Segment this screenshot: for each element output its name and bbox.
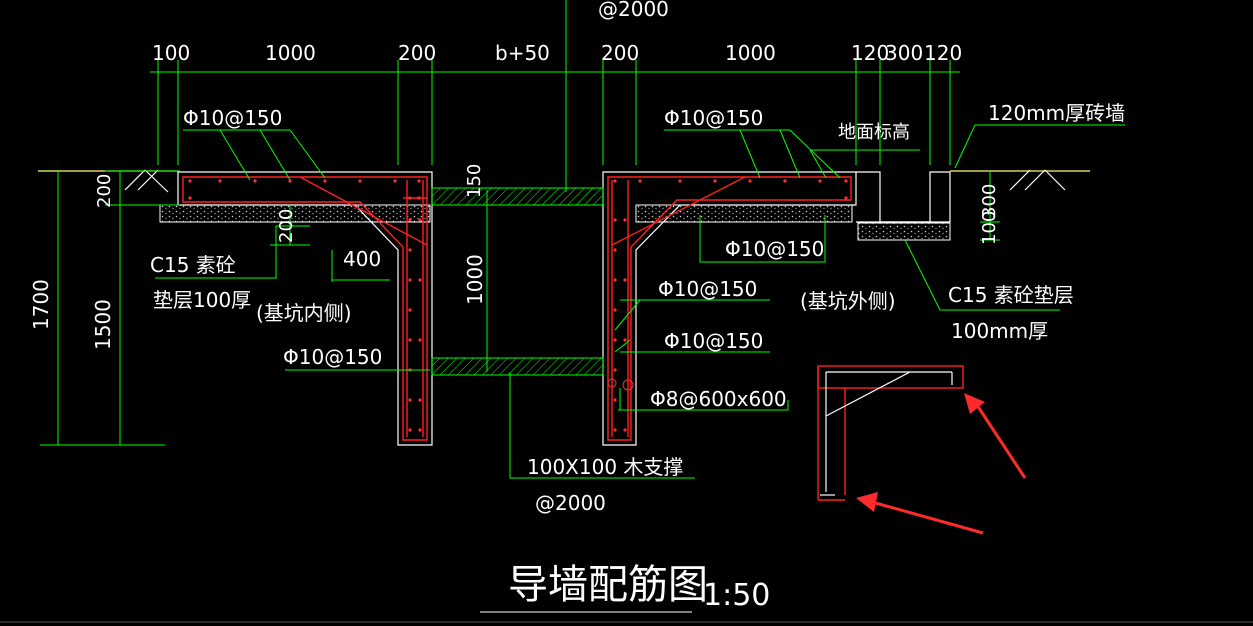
c15-right-label-1: C15 素砼垫层 (948, 283, 1074, 307)
drawing-scale: 1:50 (703, 578, 770, 613)
dim-top-3: 200 (398, 41, 436, 65)
dim-400: 400 (343, 247, 381, 271)
dim-top-2: 1000 (265, 41, 316, 65)
dim-100-right: 100 (979, 211, 1000, 245)
dim-top-9: 120 (924, 41, 962, 65)
left-guide-wall (159, 171, 433, 446)
brick-wall-label: 120mm厚砖墙 (988, 101, 1125, 125)
dim-1700: 1700 (29, 279, 53, 330)
brick-wall-pit (856, 171, 951, 241)
ground-level-label: 地面标高 (838, 122, 910, 143)
timber-brace-label: 100X100 木支撑 (527, 455, 683, 479)
drawing-title-block: 导墙配筋图 1:50 (480, 562, 770, 613)
rebar-label-right-1: Φ10@150 (658, 277, 757, 301)
dim-top-6: 1000 (725, 41, 776, 65)
rebar-label-right-diag: Φ10@150 (725, 237, 824, 261)
rebar-label-left-top: Φ10@150 (183, 106, 282, 130)
corner-detail-sketch (817, 365, 964, 501)
rebar-label-right-top: Φ10@150 (664, 106, 763, 130)
pit-outer-label: (基坑外侧) (800, 289, 896, 313)
timber-spacing-label: @2000 (535, 491, 606, 515)
rebar-label-right-2: Φ10@150 (664, 329, 763, 353)
dim-150: 150 (464, 164, 485, 198)
drawing-title: 导墙配筋图 (508, 562, 708, 608)
timber-braces (431, 187, 604, 376)
dim-top-8: 300 (885, 41, 923, 65)
dim-1000-mid: 1000 (463, 254, 487, 305)
leader-lines (40, 124, 1125, 479)
c15-left-label-2: 垫层100厚 (153, 288, 251, 312)
tie-rebar-label: Φ8@600x600 (650, 387, 787, 411)
dim-200-inner: 200 (276, 209, 297, 243)
right-guide-wall (602, 171, 857, 446)
c15-left-label-1: C15 素砼 (150, 253, 236, 277)
dim-300-right: 300 (979, 184, 1000, 218)
dim-1500: 1500 (91, 299, 115, 350)
pit-inner-label: (基坑内侧) (256, 301, 352, 325)
dim-top-1: 100 (152, 41, 190, 65)
red-arrows (856, 393, 1027, 535)
top-spacing-label: @2000 (598, 0, 669, 21)
rebar-label-left-mid: Φ10@150 (283, 345, 382, 369)
c15-right-label-2: 100mm厚 (951, 319, 1048, 343)
dim-200-left: 200 (94, 174, 115, 208)
dim-top-7: 120 (851, 41, 889, 65)
dim-top-4: b+50 (495, 41, 550, 65)
dim-top-5: 200 (601, 41, 639, 65)
top-dimension-chain: 100 1000 200 b+50 200 1000 120 300 120 @… (150, 0, 962, 192)
